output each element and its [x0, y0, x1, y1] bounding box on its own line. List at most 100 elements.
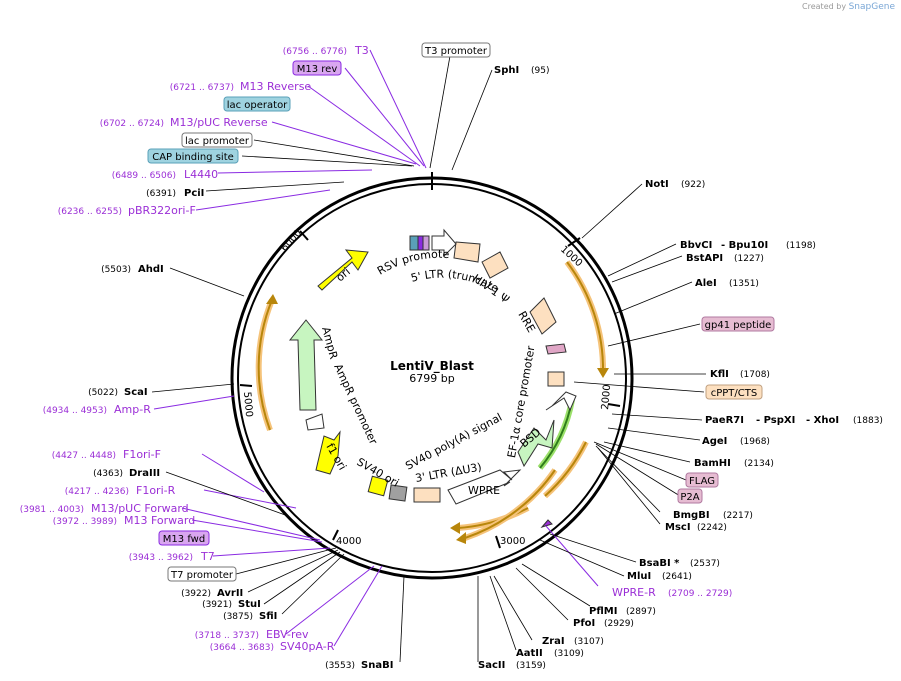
label-ori: ori [334, 265, 353, 284]
tick-2000: 2000 [600, 384, 613, 410]
wpre-r-range: (2709 .. 2729) [668, 589, 732, 599]
pspxi-label: - PspXI [756, 415, 795, 426]
xhoi-label: - XhoI [806, 415, 839, 426]
wpre-r-label: WPRE-R [612, 586, 656, 599]
sv40pa-label: SV40pA-R [280, 640, 335, 653]
outer-arrow-bsd [537, 399, 575, 470]
lac-block-2 [417, 235, 424, 251]
ef1a-feature [545, 391, 577, 412]
gp41-label: gp41 peptide [705, 320, 772, 331]
bbvci-pos: (1198) [786, 241, 816, 251]
mlui-label: MluI [627, 571, 651, 582]
p2a-box [677, 488, 703, 504]
pcii-pos: (6391) [146, 189, 176, 199]
tick-marks [239, 172, 621, 549]
pfoi-pos: (2929) [604, 619, 634, 629]
flag-label: FLAG [689, 476, 715, 487]
tick-5000: 5000 [241, 391, 254, 417]
bpu10i-label: - Bpu10I [721, 240, 768, 251]
cppt-label: cPPT/CTS [711, 388, 757, 399]
lac-promoter-label: lac promoter [185, 136, 250, 147]
sphi-pos: (95) [531, 66, 549, 76]
ebv-label: EBV-rev [266, 628, 309, 641]
ahdi-label: AhdI [138, 264, 164, 275]
alei-pos: (1351) [729, 279, 759, 289]
bstapi-label: BstAPI [686, 253, 723, 264]
kfli-label: KflI [710, 369, 729, 380]
avrii-label: AvrII [217, 588, 243, 599]
m13-fwd-box [158, 530, 210, 546]
pflmi-label: PflMI [589, 606, 617, 617]
t3-promoter-box [421, 42, 491, 58]
plasmid-length: 6799 bp [409, 372, 454, 385]
ahdi-pos: (5503) [101, 265, 131, 275]
msci-pos: (2242) [697, 523, 727, 533]
tick-3000: 3000 [500, 536, 525, 547]
scai-label: ScaI [124, 387, 148, 398]
f1ori-r-label: F1ori-R [136, 484, 176, 497]
l4440-label: L4440 [184, 168, 218, 181]
m13-fwd-label: M13 fwd [163, 534, 205, 545]
m13reverse-range: (6721 .. 6737) [170, 83, 234, 93]
bmgbi-pos: (2217) [723, 511, 753, 521]
stui-label: StuI [238, 599, 261, 610]
m13forward-range: (3972 .. 3989) [53, 517, 117, 527]
noti-pos: (922) [681, 180, 705, 190]
m13forward-label: M13 Forward [124, 514, 195, 527]
bsabi-pos: (2537) [690, 559, 720, 569]
t3-promoter-label: T3 promoter [424, 46, 488, 57]
bbvci-label: BbvCI [680, 240, 712, 251]
t7-label: T7 [200, 550, 215, 563]
alei-label: AleI [695, 278, 717, 289]
m13reverse-label: M13 Reverse [240, 80, 311, 93]
ltr5-feature [453, 241, 481, 263]
label-sv40-polya: SV40 poly(A) signal [403, 411, 504, 473]
sv40-ori-feature [367, 475, 389, 497]
sacii-label: SacII [478, 660, 505, 671]
aatii-pos: (3109) [554, 649, 584, 659]
kfli-mark [540, 519, 553, 528]
bsabi-label: BsaBI * [639, 558, 680, 569]
inner-features [288, 228, 577, 528]
m13puc-fwd-label: M13/pUC Forward [91, 502, 189, 515]
sv40-polya-feature [413, 487, 441, 503]
lac-promoter-box [181, 132, 253, 148]
paer7i-label: PaeR7I [705, 415, 744, 426]
ampr-feature [288, 319, 324, 411]
sfii-pos: (3875) [223, 612, 253, 622]
leader-lines [151, 49, 706, 663]
rsv-promoter-feature [431, 228, 457, 258]
hiv-psi-feature [481, 251, 509, 279]
f1ori-f-label: F1ori-F [123, 448, 161, 461]
f1-ori-feature [315, 430, 341, 475]
label-ampr: AmpR [319, 325, 340, 360]
sacii-pos: (3159) [516, 661, 546, 671]
m13puc-rev-label: M13/pUC Reverse [170, 116, 268, 129]
m13puc-rev-range: (6702 .. 6724) [100, 119, 164, 129]
m13-rev-box [292, 60, 342, 76]
t7-promoter-label: T7 promoter [170, 570, 234, 581]
lac-operator-label: lac operator [227, 100, 288, 111]
tick-4000: 4000 [336, 536, 361, 547]
ebv-range: (3718 .. 3737) [195, 631, 259, 641]
snapgene-credit: Created by SnapGene [802, 2, 895, 12]
stui-pos: (3921) [202, 600, 232, 610]
bsd-feature [517, 419, 555, 468]
zrai-pos: (3107) [574, 637, 604, 647]
f1ori-f-range: (4427 .. 4448) [52, 451, 116, 461]
l4440-range: (6489 .. 6506) [112, 171, 176, 181]
t7-range: (3943 .. 3962) [129, 553, 193, 563]
pbr-range: (6236 .. 6255) [58, 207, 122, 217]
gray-feature [388, 484, 408, 502]
draiii-pos: (4363) [93, 469, 123, 479]
sphi-label: SphI [494, 65, 519, 76]
lac-operator-box [223, 96, 291, 112]
snabi-pos: (3553) [325, 661, 355, 671]
scai-pos: (5022) [88, 388, 118, 398]
p2a-label: P2A [680, 492, 699, 503]
agei-label: AgeI [702, 436, 727, 447]
bamhi-pos: (2134) [744, 459, 774, 469]
paer7i-pos: (1883) [853, 416, 883, 426]
ampr-primer-range: (4934 .. 4953) [43, 406, 107, 416]
